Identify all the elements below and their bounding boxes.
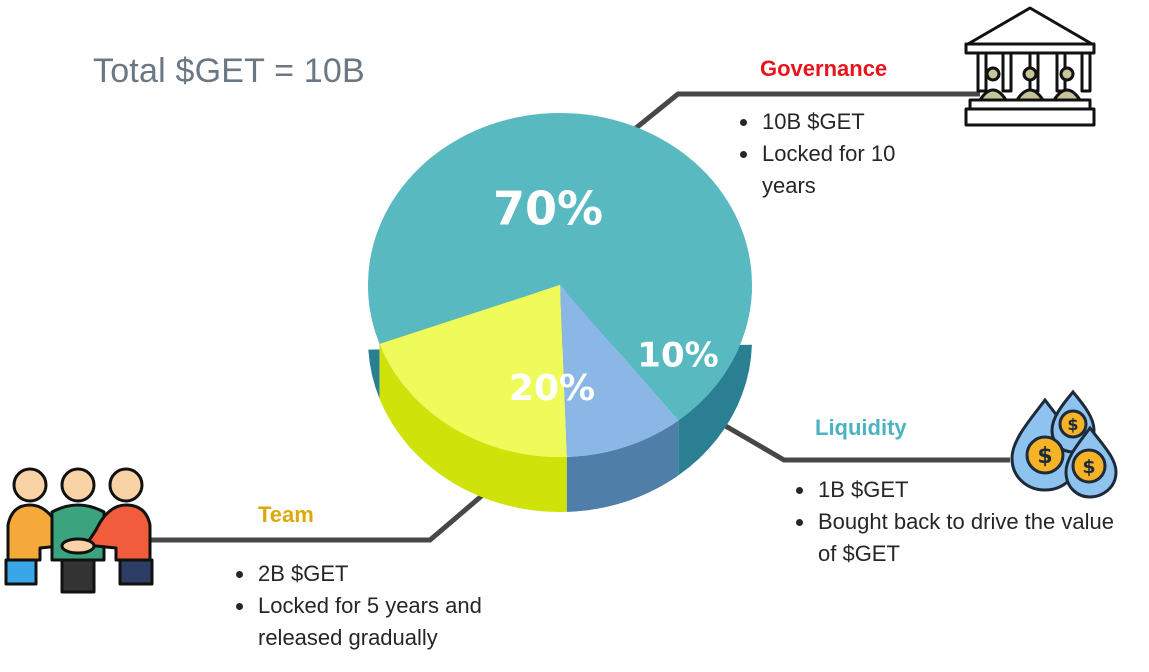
pie-slice-side-liquidity	[566, 420, 679, 512]
svg-text:$: $	[1082, 456, 1095, 478]
team-points: 2B $GET Locked for 5 years and released …	[234, 558, 534, 654]
team-point: Locked for 5 years and released graduall…	[234, 590, 534, 654]
pie-label-governance: 70%	[493, 182, 603, 236]
pie-slices	[368, 113, 752, 512]
team-icon	[4, 467, 154, 594]
liquidity-points: 1B $GET Bought back to drive the value o…	[794, 474, 1114, 570]
liquidity-point: 1B $GET	[794, 474, 1114, 506]
coins-icon: $ $ $	[1010, 389, 1118, 499]
pie-slice-liquidity	[560, 285, 679, 457]
pie-label-team: 20%	[509, 368, 595, 409]
government-building-icon	[964, 6, 1096, 127]
total-supply-title: Total $GET = 10B	[93, 52, 365, 90]
svg-text:$: $	[1037, 444, 1052, 469]
team-connector-line	[150, 474, 507, 543]
governance-connector-line	[634, 91, 980, 130]
liquidity-heading: Liquidity	[815, 415, 907, 440]
pie-label-liquidity: 10%	[637, 336, 718, 376]
team-heading: Team	[258, 502, 314, 527]
governance-point: Locked for 10 years	[738, 138, 938, 202]
team-point: 2B $GET	[234, 558, 534, 590]
governance-points: 10B $GET Locked for 10 years	[738, 106, 938, 202]
pie-slice-team	[379, 285, 567, 457]
pie-slice-side-team	[379, 343, 567, 512]
svg-text:$: $	[1067, 415, 1078, 434]
governance-point: 10B $GET	[738, 106, 938, 138]
liquidity-connector-line	[715, 418, 1010, 463]
pie-slice-governance	[368, 113, 752, 421]
liquidity-point: Bought back to drive the value of $GET	[794, 506, 1114, 570]
governance-heading: Governance	[760, 56, 888, 81]
pie-labels: 70% 10% 20%	[493, 182, 719, 410]
